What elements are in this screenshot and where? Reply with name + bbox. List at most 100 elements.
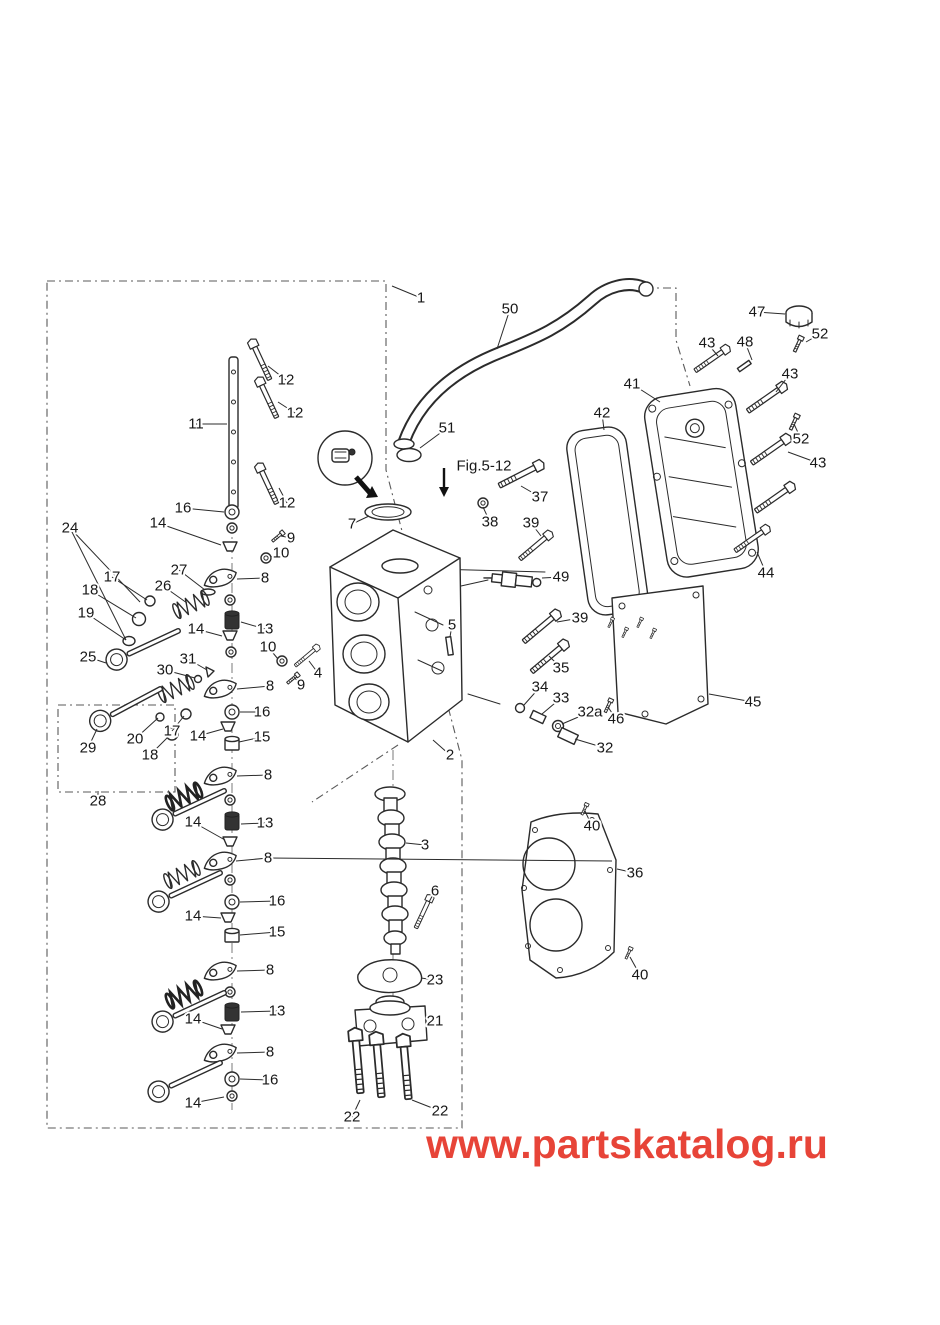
part-number-label: 22	[344, 1109, 361, 1126]
leader-line	[756, 311, 786, 315]
leader-line	[629, 956, 641, 976]
part-thermostat-housing	[354, 995, 428, 1047]
screw-52a	[791, 334, 805, 354]
leader-line	[427, 1020, 436, 1023]
leader-line	[192, 1096, 225, 1104]
leader-line	[482, 506, 491, 523]
part-number-label: 40	[632, 967, 649, 984]
part-number-label: 8	[266, 678, 274, 695]
part-number-label: 46	[608, 711, 625, 728]
leader-line	[411, 1099, 441, 1112]
leader-line	[556, 617, 581, 623]
part-number-label: 29	[80, 740, 97, 757]
valve-springs	[155, 588, 216, 1011]
leader-line	[149, 734, 171, 756]
bolt-39b	[519, 606, 564, 647]
leader-line	[162, 585, 188, 604]
leader-line	[192, 915, 222, 919]
leader-line	[293, 676, 302, 686]
part-number-label: 37	[532, 489, 549, 506]
leader-line	[236, 1051, 271, 1054]
part-number-label: 8	[266, 962, 274, 979]
leader-line	[187, 658, 208, 671]
pin-48	[736, 359, 752, 373]
part-number-label: 14	[185, 1011, 202, 1028]
part-number-label: 34	[532, 679, 549, 696]
leader-line	[561, 711, 591, 725]
bolt-22-group	[347, 1026, 417, 1101]
part-number-label: 14	[150, 515, 167, 532]
figure-reference-arrow	[439, 468, 449, 497]
part-number-label: 47	[749, 304, 766, 321]
part-number-label: 43	[699, 335, 716, 352]
part-number-label: 1	[417, 290, 425, 307]
part-number-label: 25	[80, 649, 97, 666]
part-number-label: 44	[758, 565, 775, 582]
leader-line	[432, 739, 451, 756]
leader-line	[171, 715, 185, 732]
leader-line	[805, 333, 821, 343]
part-thermostat-cover	[357, 959, 423, 994]
leader-line	[236, 577, 266, 580]
leader-line	[541, 697, 562, 715]
part-number-label: 42	[594, 405, 611, 422]
leader-line	[607, 706, 617, 720]
part-number-label: 16	[175, 500, 192, 517]
part-cylinder-head	[329, 503, 463, 743]
leader-line	[157, 522, 222, 546]
part-number-label: 48	[737, 334, 754, 351]
part-number-label: 19	[78, 605, 95, 622]
part-number-label: 10	[260, 639, 277, 656]
leader-line	[584, 810, 593, 827]
leader-line	[541, 576, 562, 579]
leader-line	[239, 931, 278, 936]
leader-line	[419, 427, 448, 449]
leader-line	[69, 527, 141, 603]
leader-line	[744, 341, 753, 361]
leader-line	[523, 686, 541, 706]
leader-line	[351, 1099, 361, 1118]
leader-line	[270, 552, 282, 558]
anode-parts-group	[514, 702, 579, 746]
leader-line	[192, 821, 226, 841]
part-number-label: 27	[171, 562, 188, 579]
leader-line	[574, 738, 606, 749]
leader-line	[787, 451, 819, 464]
leader-line	[449, 624, 453, 638]
leader-line	[267, 365, 287, 381]
part-number-label: 7	[348, 516, 356, 533]
leader-line	[238, 736, 263, 743]
part-number-label: 8	[266, 1044, 274, 1061]
leader-line	[428, 890, 436, 903]
leader-line	[616, 868, 636, 874]
part-number-label: 43	[810, 455, 827, 472]
leader-line	[178, 569, 206, 591]
part-number-label: 9	[287, 530, 295, 547]
part-number-label: 51	[439, 420, 456, 437]
part-number-label: 6	[431, 883, 439, 900]
valve-seals-group	[122, 595, 215, 741]
part-number-label: 16	[262, 1072, 279, 1089]
part-number-label: 35	[553, 660, 570, 677]
leader-lines	[69, 285, 821, 1118]
part-hose-clamp	[396, 447, 422, 463]
part-number-label: 13	[257, 815, 274, 832]
leader-line	[236, 774, 269, 777]
part-number-label: 41	[624, 376, 641, 393]
part-number-label: 49	[553, 569, 570, 586]
washer-10a	[260, 552, 272, 564]
leader-line	[601, 412, 605, 431]
part-breather-hose	[393, 278, 654, 463]
part-number-label: 12	[278, 372, 295, 389]
leader-line	[708, 693, 754, 703]
leader-line	[85, 612, 127, 641]
leader-line	[236, 685, 271, 690]
part-number-label: 8	[261, 570, 269, 587]
leader-line	[240, 1010, 278, 1013]
part-number-label: 15	[269, 924, 286, 941]
leader-line	[793, 423, 802, 440]
part-number-label: Fig.5-12	[456, 458, 511, 475]
part-number-label: 52	[812, 326, 829, 343]
leader-line	[111, 576, 148, 601]
screw-40b	[623, 945, 634, 961]
